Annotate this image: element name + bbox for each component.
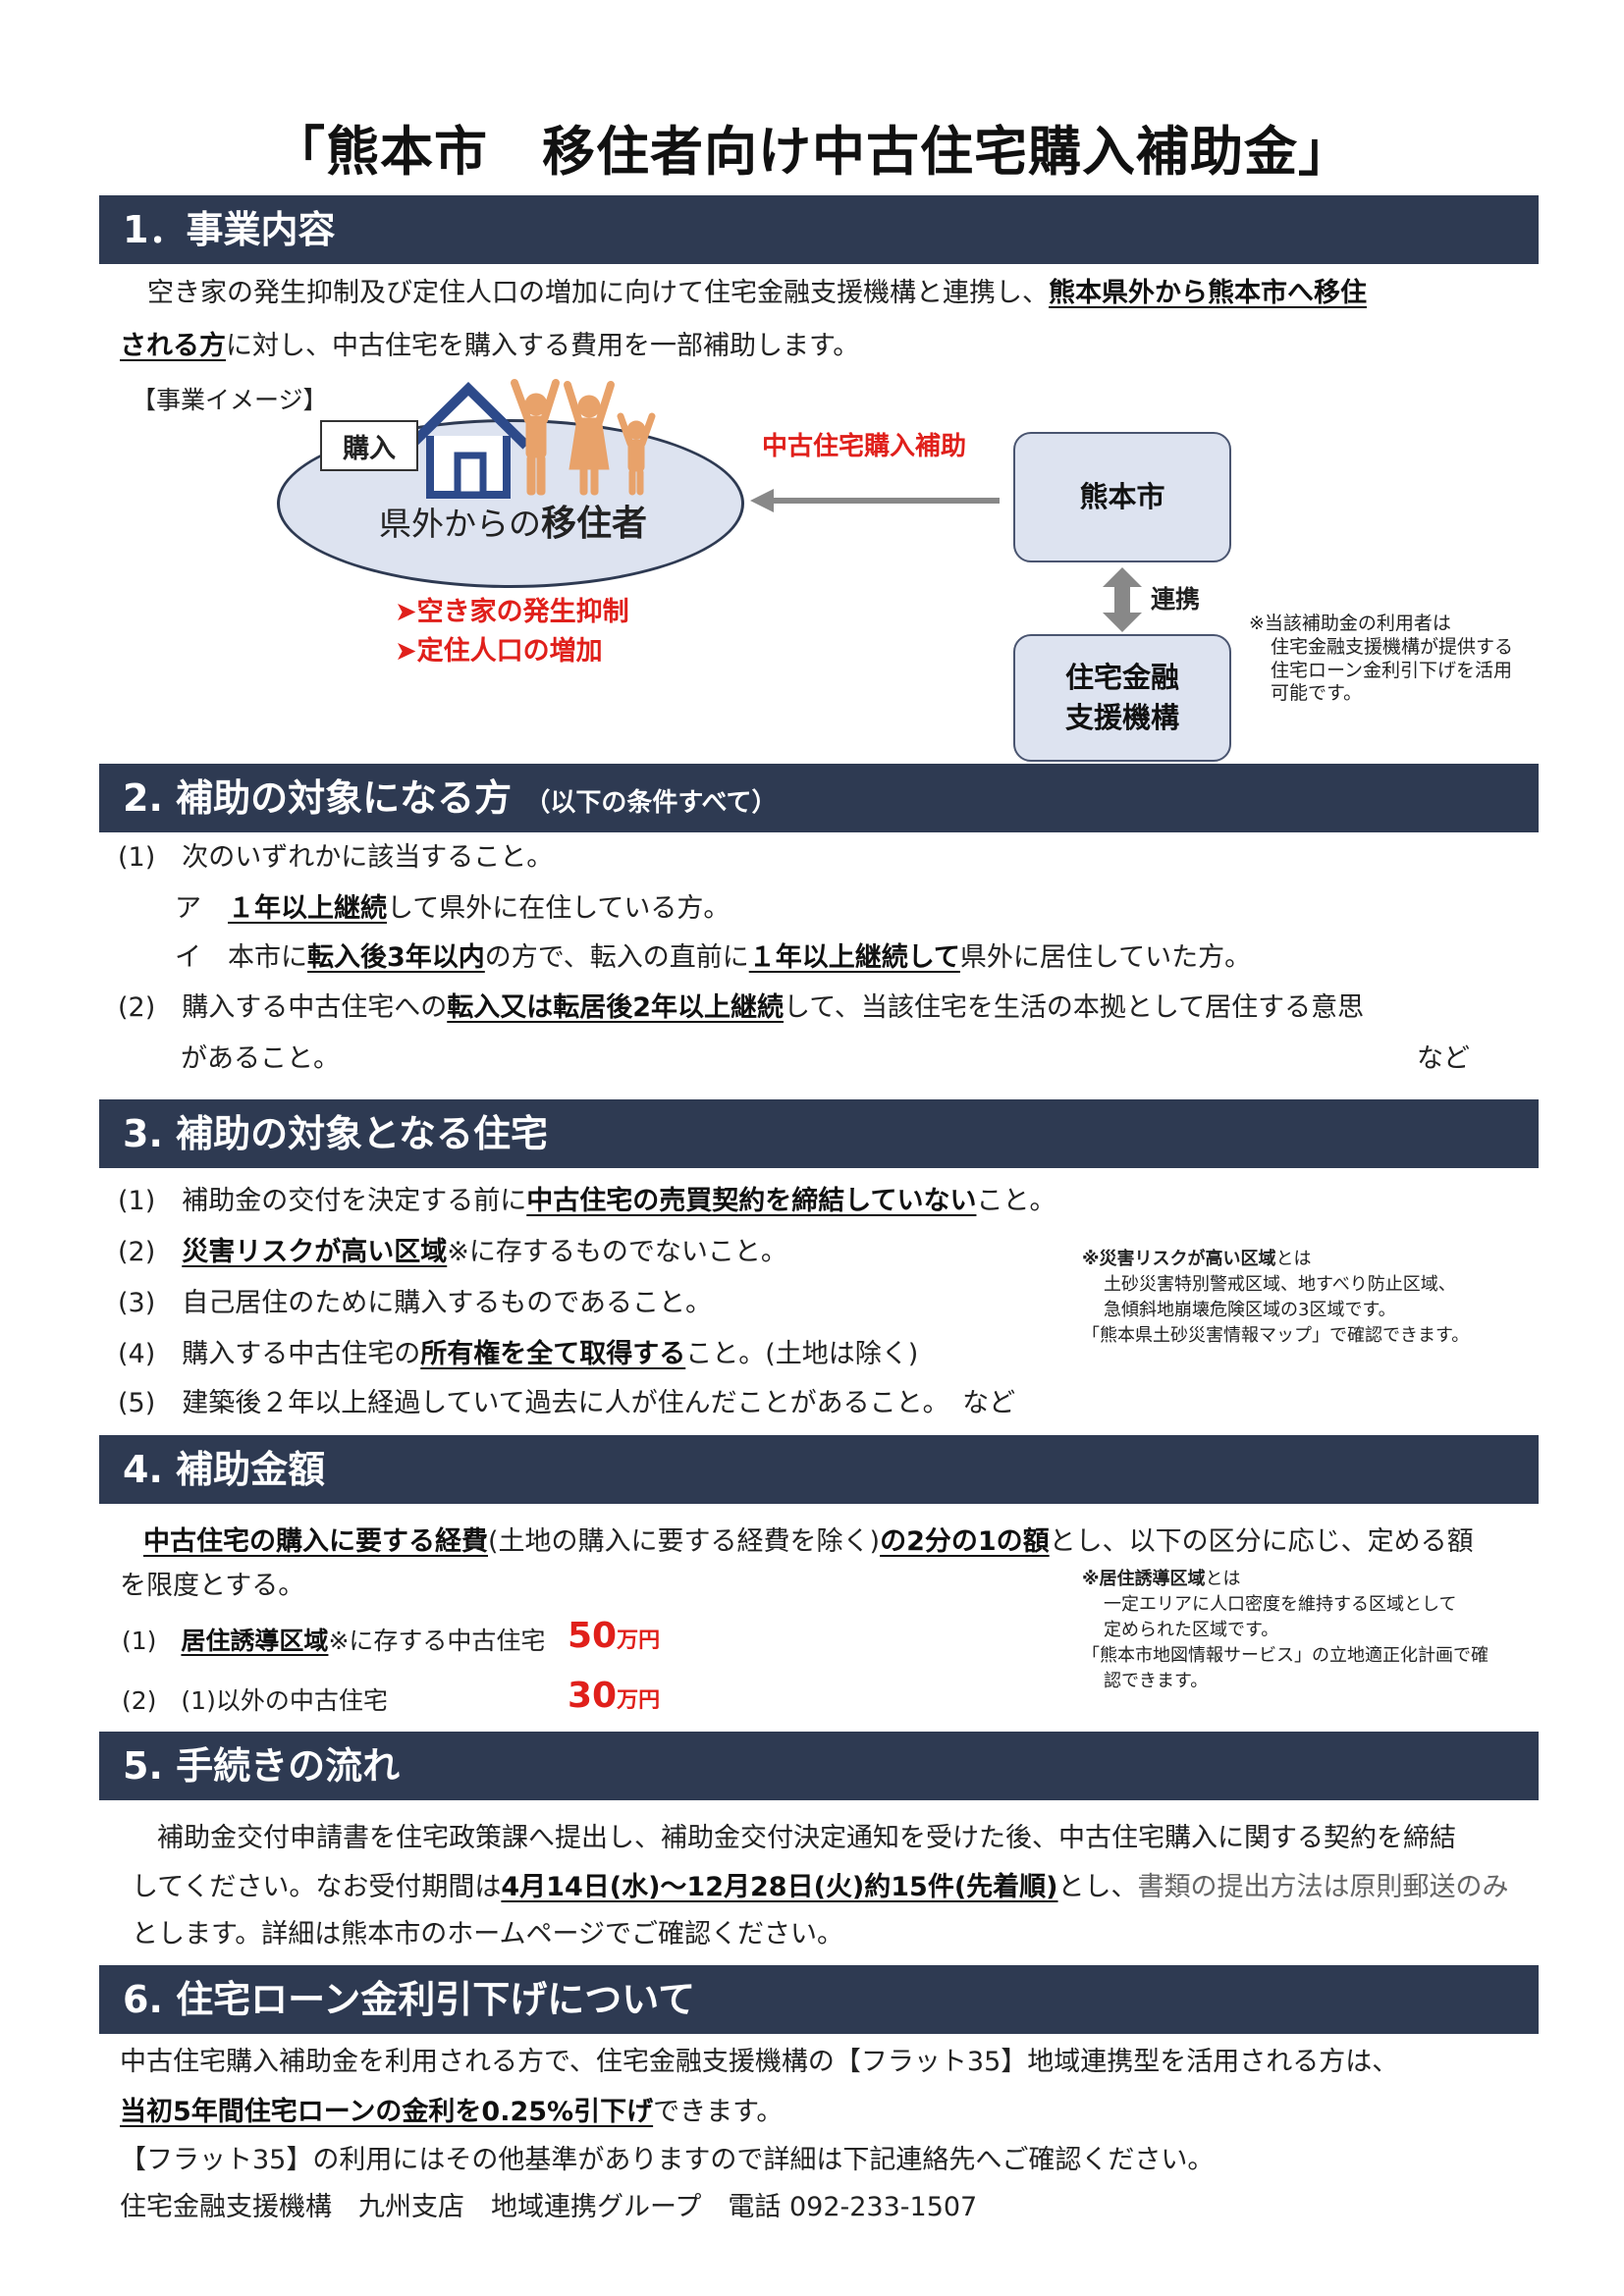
s1-note: ※当該補助金の利用者は 住宅金融支援機構が提供する 住宅ローン金利引下げを活用 … [1249,613,1514,705]
s4-paragraph-line1: 中古住宅の購入に要する経費(土地の購入に要する経費を除く)の2分の1の額とし、以… [143,1526,1474,1557]
link-label: 連携 [1151,585,1201,614]
s2-line3: イ 本市に転入後3年以内の方で、転入の直前に１年以上継続して県外に居住していた方… [175,942,1252,973]
s3-line1: (1) 補助金の交付を決定する前に中古住宅の売買契約を締結していないこと。 [118,1186,1056,1216]
s5-line1: 補助金交付申請書を住宅政策課へ提出し、補助金交付決定通知を受けた後、中古住宅購入… [157,1823,1456,1853]
section-5-heading: 5. 手続きの流れ [99,1732,1539,1800]
s5-line2: してください。なお受付期間は4月14日(水)～12月28日(火)約15件(先着順… [132,1872,1509,1902]
s4-paragraph-line2: を限度とする。 [120,1571,305,1601]
house-icon [406,381,530,499]
s3-line3: (3) 自己居住のために購入するものであること。 [118,1288,712,1318]
s6-line2: 当初5年間住宅ローンの金利を0.25%引下げできます。 [120,2097,784,2127]
s3-line4: (4) 購入する中古住宅の所有権を全て取得すること。(土地は除く) [118,1339,919,1369]
double-arrow-icon [1103,567,1142,632]
s1-paragraph-line2: される方に対し、中古住宅を購入する費用を一部補助します。 [120,331,860,361]
buy-label: 購入 [320,420,418,471]
arrow-left-icon [750,489,1000,512]
s6-line1: 中古住宅購入補助金を利用される方で、住宅金融支援機構の【フラット35】地域連携型… [120,2047,1399,2077]
s2-line5: があること。 [181,1043,340,1074]
kumamoto-city-box: 熊本市 [1013,432,1231,562]
page-title: 「熊本市 移住者向け中古住宅購入補助金」 [272,121,1352,183]
amount-50: 50万円 [568,1616,661,1656]
section-6-heading: 6. 住宅ローン金利引下げについて [99,1965,1539,2034]
s5-line3: とします。詳細は熊本市のホームページでご確認ください。 [132,1919,843,1949]
agency-box: 住宅金融支援機構 [1013,634,1231,762]
amount-30: 30万円 [568,1676,661,1716]
s4-row1: (1) 居住誘導区域※に存する中古住宅 [122,1627,546,1655]
s4-note: ※居住誘導区域とは 一定エリアに人口密度を維持する区域として 定められた区域です… [1082,1569,1489,1692]
effect-1: ➤空き家の発生抑制 [395,597,629,627]
s3-line5: (5) 建築後２年以上経過していて過去に人が住んだことがあること。 など [118,1388,1016,1418]
s3-line2: (2) 災害リスクが高い区域※に存するものでないこと。 [118,1237,787,1267]
s2-line2: ア １年以上継続して県外に在住している方。 [175,893,731,924]
s4-row2: (2) (1)以外の中古住宅 [122,1686,388,1715]
effect-2: ➤定住人口の増加 [395,636,603,667]
s3-note: ※災害リスクが高い区域とは 土砂災害特別警戒区域、地すべり防止区域、 急傾斜地崩… [1082,1249,1470,1347]
section-4-heading: 4. 補助金額 [99,1435,1539,1504]
family-icon [511,379,656,496]
s1-paragraph-line1: 空き家の発生抑制及び定住人口の増加に向けて住宅金融支援機構と連携し、熊本県外から… [147,278,1367,308]
section-2-heading: 2. 補助の対象になる方 （以下の条件すべて） [99,764,1539,832]
s6-line3: 【フラット35】の利用にはその他基準がありますので詳細は下記連絡先へご確認くださ… [120,2145,1215,2175]
s6-contact: 住宅金融支援機構 九州支店 地域連携グループ 電話 092-233-1507 [120,2192,978,2222]
s2-line1: (1) 次のいずれかに該当すること。 [118,842,554,873]
ellipse-label: 県外からの移住者 [379,504,648,544]
image-label: 【事業イメージ】 [132,386,328,414]
subsidy-arrow-label: 中古住宅購入補助 [762,432,967,461]
section-3-heading: 3. 補助の対象となる住宅 [99,1099,1539,1168]
s2-etc: など [1417,1043,1470,1074]
s2-line4: (2) 購入する中古住宅への転入又は転居後2年以上継続して、当該住宅を生活の本拠… [118,992,1365,1023]
section-1-heading: 1．事業内容 [99,195,1539,264]
